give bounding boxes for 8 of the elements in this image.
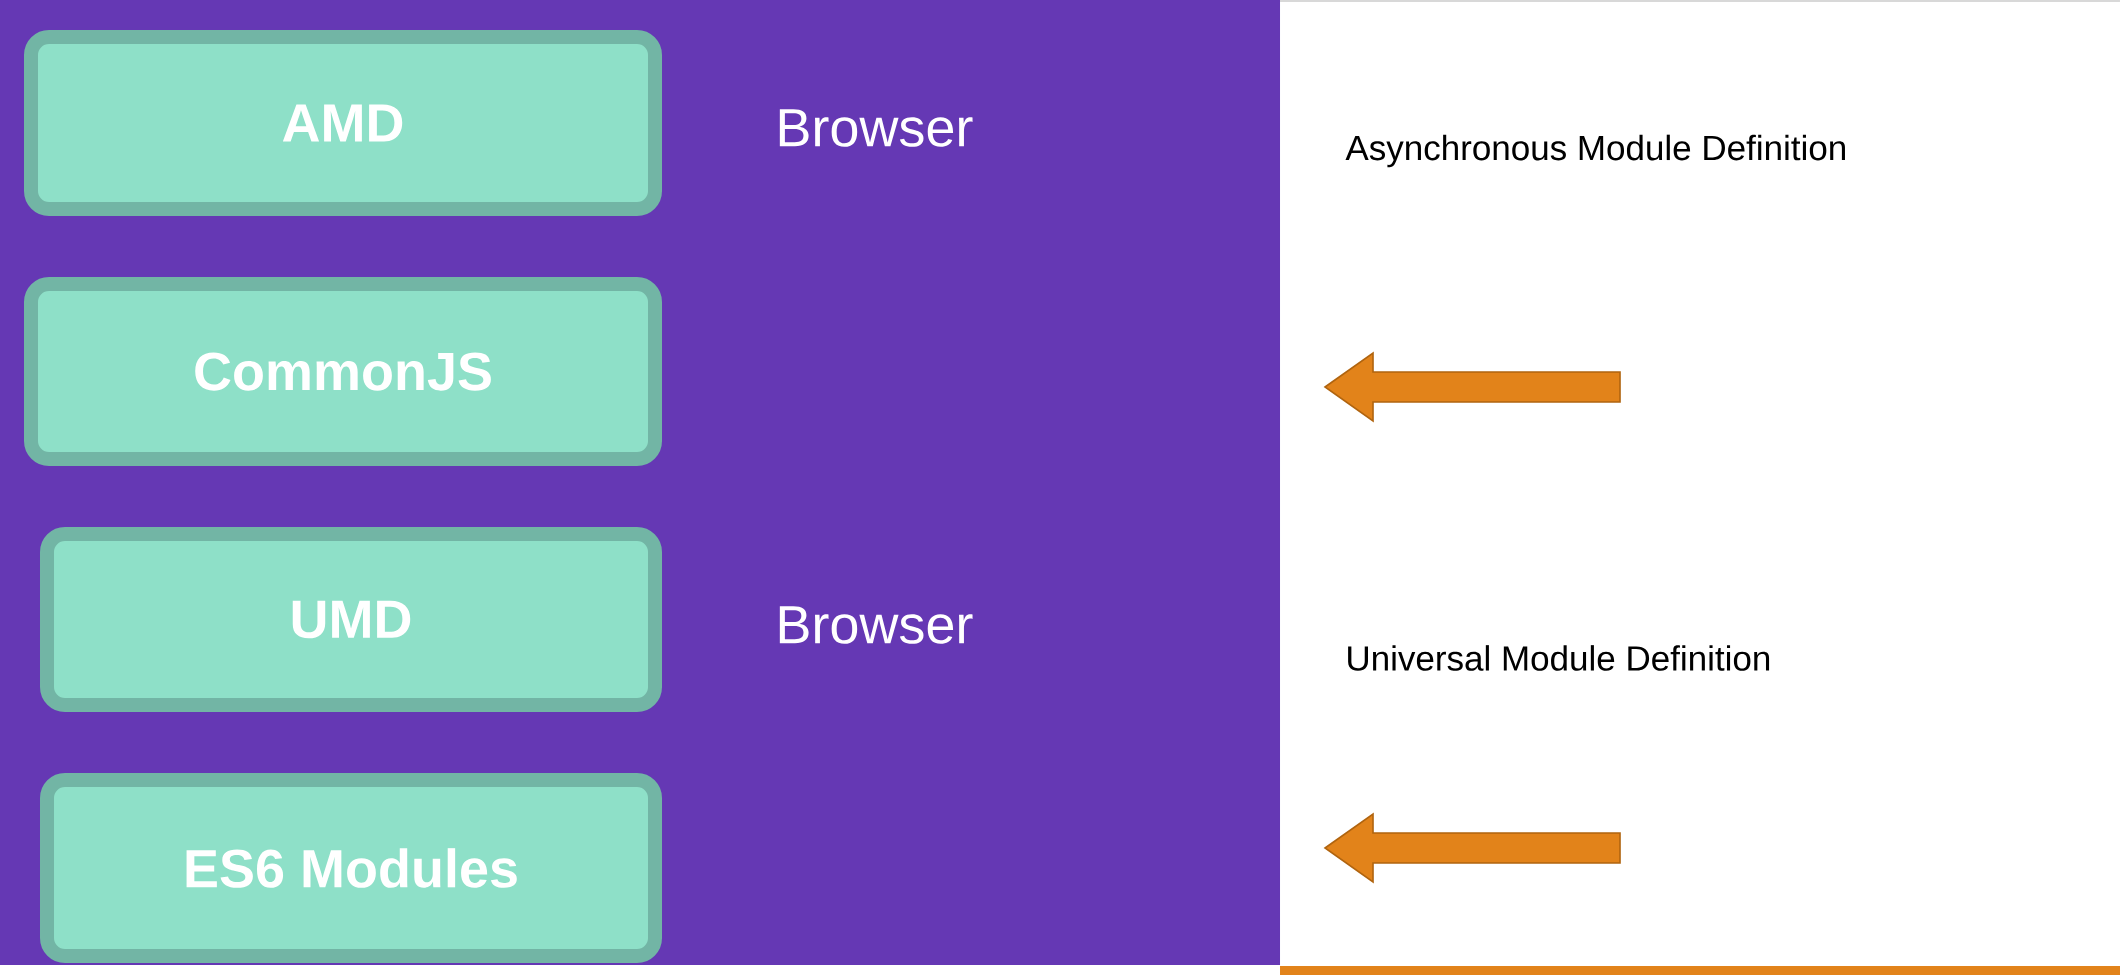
module-box: UMD [40, 527, 662, 712]
platform-label: Browser [779, 606, 973, 644]
module-box: CommonJS [24, 277, 662, 466]
definition-text: Asynchronous Module Definition [1345, 134, 1845, 168]
platform-label: Browser [779, 109, 973, 147]
module-box: ES6 Modules [40, 773, 662, 963]
module-box: AMD [24, 30, 662, 216]
definition-text: Universal Module Definition [1348, 645, 1770, 671]
